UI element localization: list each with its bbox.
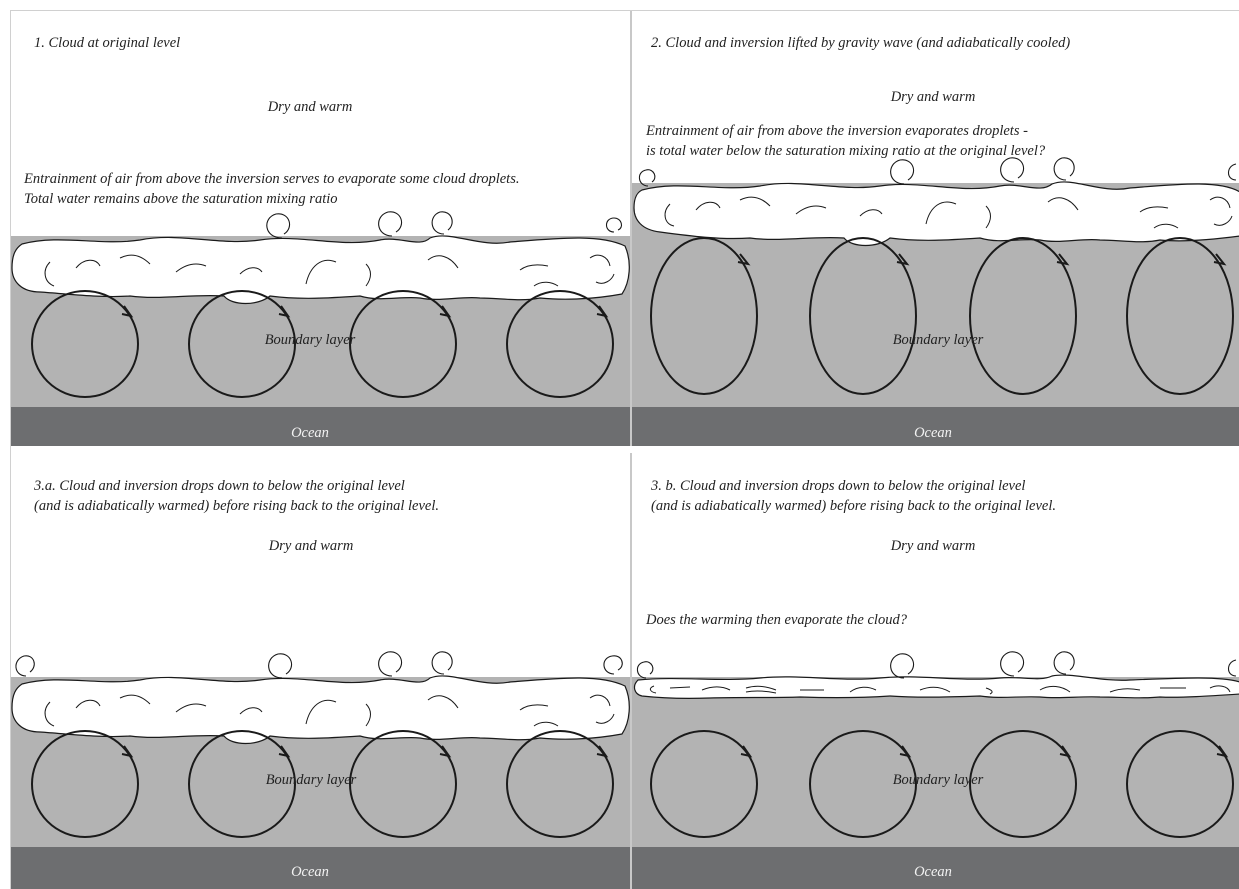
panel-3: 3.a. Cloud and inversion drops down to b… <box>10 453 630 889</box>
panel-4-boundary-label: Boundary layer <box>893 772 984 788</box>
panel-4-note: Does the warming then evaporate the clou… <box>645 612 908 628</box>
panel-4-note-line-1: Does the warming then evaporate the clou… <box>645 612 908 628</box>
panel-3-title-line-1: 3.a. Cloud and inversion drops down to b… <box>33 478 405 494</box>
panel-2-boundary-label: Boundary layer <box>893 332 984 348</box>
panel-4-title-line-2: (and is adiabatically warmed) before ris… <box>651 498 1056 514</box>
panel-4-dry-label: Dry and warm <box>890 538 976 554</box>
panel-2-dry-label: Dry and warm <box>890 89 976 105</box>
panel-3-title-line-2: (and is adiabatically warmed) before ris… <box>34 498 439 514</box>
panel-2-note-line-2: is total water below the saturation mixi… <box>646 143 1046 159</box>
panel-1-boundary-label: Boundary layer <box>265 332 356 348</box>
panel-2-title: 2. Cloud and inversion lifted by gravity… <box>651 35 1070 51</box>
panel-4-title-line-1: 3. b. Cloud and inversion drops down to … <box>650 478 1025 494</box>
panel-2-cloud <box>634 182 1239 246</box>
horizontal-divider <box>10 446 1239 453</box>
panel-3-dry-label: Dry and warm <box>268 538 354 554</box>
panel-1-dry-label: Dry and warm <box>267 99 353 115</box>
panel-2: 2. Cloud and inversion lifted by gravity… <box>632 10 1239 446</box>
panel-4: 3. b. Cloud and inversion drops down to … <box>632 453 1239 889</box>
panel-1-note-line-1: Entrainment of air from above the invers… <box>23 171 519 187</box>
panel-3-ocean-label: Ocean <box>291 864 329 880</box>
panel-1-note-line-2: Total water remains above the saturation… <box>24 191 338 207</box>
panel-3-cloud <box>12 676 629 744</box>
panel-4-boundary-layer <box>632 677 1239 847</box>
panel-4-ocean-label: Ocean <box>914 864 952 880</box>
panel-2-title-line-1: 2. Cloud and inversion lifted by gravity… <box>651 35 1070 51</box>
panel-2-ocean-label: Ocean <box>914 425 952 441</box>
panel-1-cloud <box>12 236 629 304</box>
panel-1-title-line-1: 1. Cloud at original level <box>34 35 180 51</box>
panel-1: 1. Cloud at original level Dry and warm … <box>10 10 630 446</box>
panel-2-note-line-1: Entrainment of air from above the invers… <box>645 123 1028 139</box>
panel-3-boundary-label: Boundary layer <box>266 772 357 788</box>
panel-1-ocean-label: Ocean <box>291 425 329 441</box>
panel-1-title: 1. Cloud at original level <box>34 35 180 51</box>
